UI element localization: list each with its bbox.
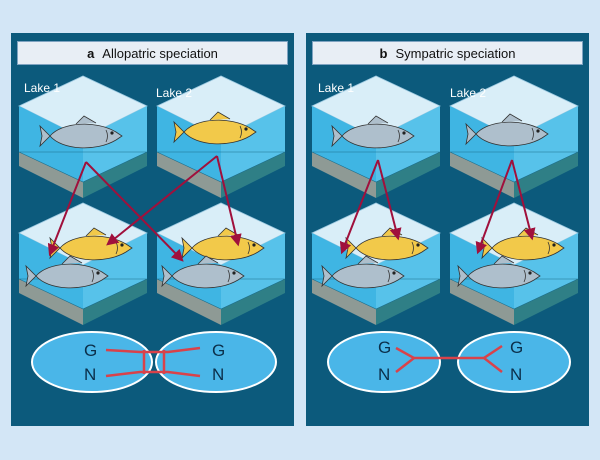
panel-b-title-bar: b Sympatric speciation	[312, 41, 583, 65]
panel-a-gene-line-bottom	[105, 370, 201, 378]
panel-a-lake2-label: Lake 2	[156, 86, 193, 100]
panel-a-arrow-grey-to-lake2	[85, 161, 184, 262]
panel-b-title: Sympatric speciation	[395, 45, 516, 61]
panel-a-gene-left-top: G	[84, 341, 98, 360]
panel-a-gene-pool-left	[31, 331, 153, 393]
panel-a-gene-right-top: G	[212, 341, 226, 360]
panel-a-gene-left-bottom: N	[84, 365, 97, 384]
panel-b-gene-right-bottom: N	[510, 365, 523, 384]
panel-b-arrow-lake2-right	[511, 159, 536, 241]
panel-a-gene-line-top	[105, 346, 201, 354]
panel-b-arrow-lake1-right	[377, 159, 402, 241]
panel-a-letter: a	[87, 45, 95, 61]
panel-b-letter: b	[379, 45, 388, 61]
panel-b-gene-pool-left	[327, 331, 441, 393]
panel-b-gene-right-top: G	[510, 338, 524, 357]
panel-b-gene-pool-right	[457, 331, 571, 393]
panel-a-arrow-grey-to-lake1	[47, 161, 87, 257]
panel-a-lake1-label: Lake 1	[24, 81, 61, 95]
panel-b-arrow-lake1-left	[339, 159, 379, 255]
panel-a-gene-right-bottom: N	[212, 365, 225, 384]
panel-b-gene-branch-right	[481, 344, 503, 373]
panel-a-arrow-yellow-to-lake1	[106, 155, 218, 246]
panel-b-lake1-label: Lake 1	[318, 81, 355, 95]
panel-b-lake2-label: Lake 2	[450, 86, 487, 100]
panel-b-arrow-lake2-left	[475, 159, 513, 255]
panel-a-arrow-yellow-to-lake2	[216, 155, 242, 247]
panel-a-gene-pool-right	[155, 331, 277, 393]
panel-a-title-bar: a Allopatric speciation	[17, 41, 288, 65]
panel-b-gene-left-bottom: N	[378, 365, 391, 384]
panel-b-gene-left-top: G	[378, 338, 392, 357]
panel-a-title: Allopatric speciation	[102, 45, 218, 61]
